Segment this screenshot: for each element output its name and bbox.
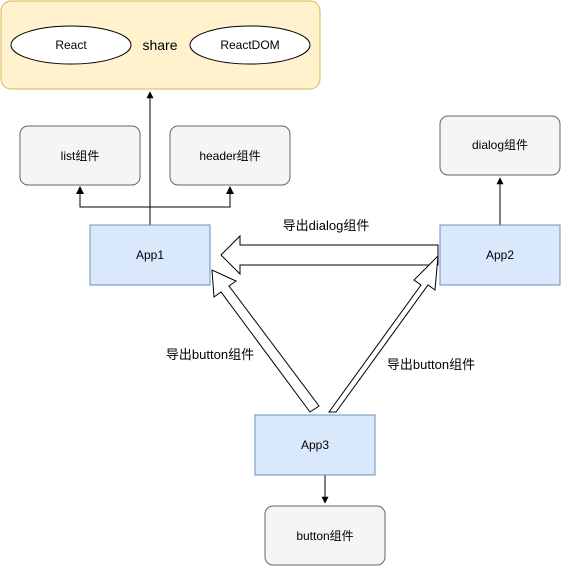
dialog-component-label: dialog组件 [472, 138, 528, 152]
header-component-node [169, 125, 291, 186]
dialog-export-label: 导出dialog组件 [283, 218, 370, 233]
list-component-label: list组件 [61, 149, 100, 163]
app1-to-components-connector [79, 188, 231, 225]
react-node [10, 25, 132, 65]
share-group-container [0, 0, 321, 90]
app1-node [89, 224, 211, 286]
app1-button-export-label: 导出button组件 [166, 347, 254, 362]
app2-label: App2 [486, 248, 514, 262]
app3-to-app1-block-arrow [211, 269, 320, 413]
app3-node [254, 414, 376, 476]
app3-to-app2-block-arrow [328, 254, 439, 413]
header-component-label: header组件 [199, 149, 260, 163]
react-label: React [55, 38, 87, 52]
app2-to-app1-block-arrow [220, 234, 439, 276]
dialog-component-node [439, 115, 561, 176]
reactdom-label: ReactDOM [220, 38, 279, 52]
app2-button-export-label: 导出button组件 [387, 357, 475, 372]
share-label: share [142, 37, 177, 53]
header-arrowhead [226, 186, 234, 194]
list-arrowhead [76, 186, 84, 194]
app1-label: App1 [136, 248, 164, 262]
list-component-node [19, 125, 141, 186]
button-component-label: button组件 [296, 529, 353, 543]
app3-label: App3 [301, 438, 329, 452]
button-component-node [264, 505, 386, 566]
reactdom-node [189, 25, 311, 65]
app2-node [439, 224, 561, 286]
